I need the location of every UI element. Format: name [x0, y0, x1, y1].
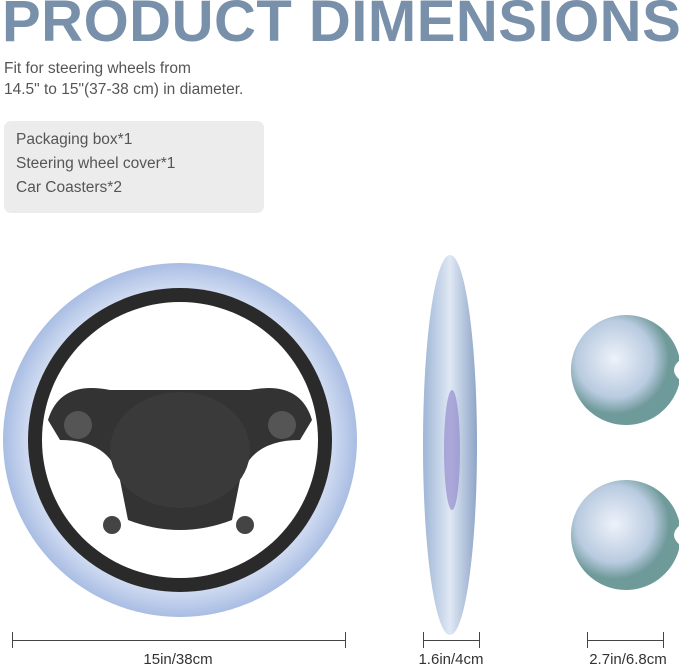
coaster-dimension-label: 2.7in/6.8cm: [589, 651, 667, 668]
content-item: Packaging box*1: [16, 131, 133, 148]
width-dimension-line: [423, 632, 480, 648]
package-contents: Packaging box*1 Steering wheel cover*1 C…: [4, 121, 264, 213]
content-item: Car Coasters*2: [16, 179, 122, 196]
car-coaster: [571, 315, 679, 425]
fit-description: Fit for steering wheels from 14.5" to 15…: [4, 58, 243, 100]
width-dimension-label: 1.6in/4cm: [418, 651, 484, 668]
wheel-dimension-label: 15in/38cm: [143, 651, 213, 668]
content-item: Steering wheel cover*1: [16, 155, 176, 172]
wheel-dimension-line: [12, 632, 346, 648]
steering-wheel-cover: [3, 263, 357, 617]
car-coaster: [571, 480, 679, 590]
coaster-dimension-line: [587, 632, 664, 648]
desc-line: 14.5" to 15"(37-38 cm) in diameter.: [4, 81, 244, 98]
desc-line: Fit for steering wheels from: [4, 60, 191, 77]
cover-side-view: [423, 255, 477, 635]
page-title: PRODUCT DIMENSIONS: [2, 0, 679, 54]
